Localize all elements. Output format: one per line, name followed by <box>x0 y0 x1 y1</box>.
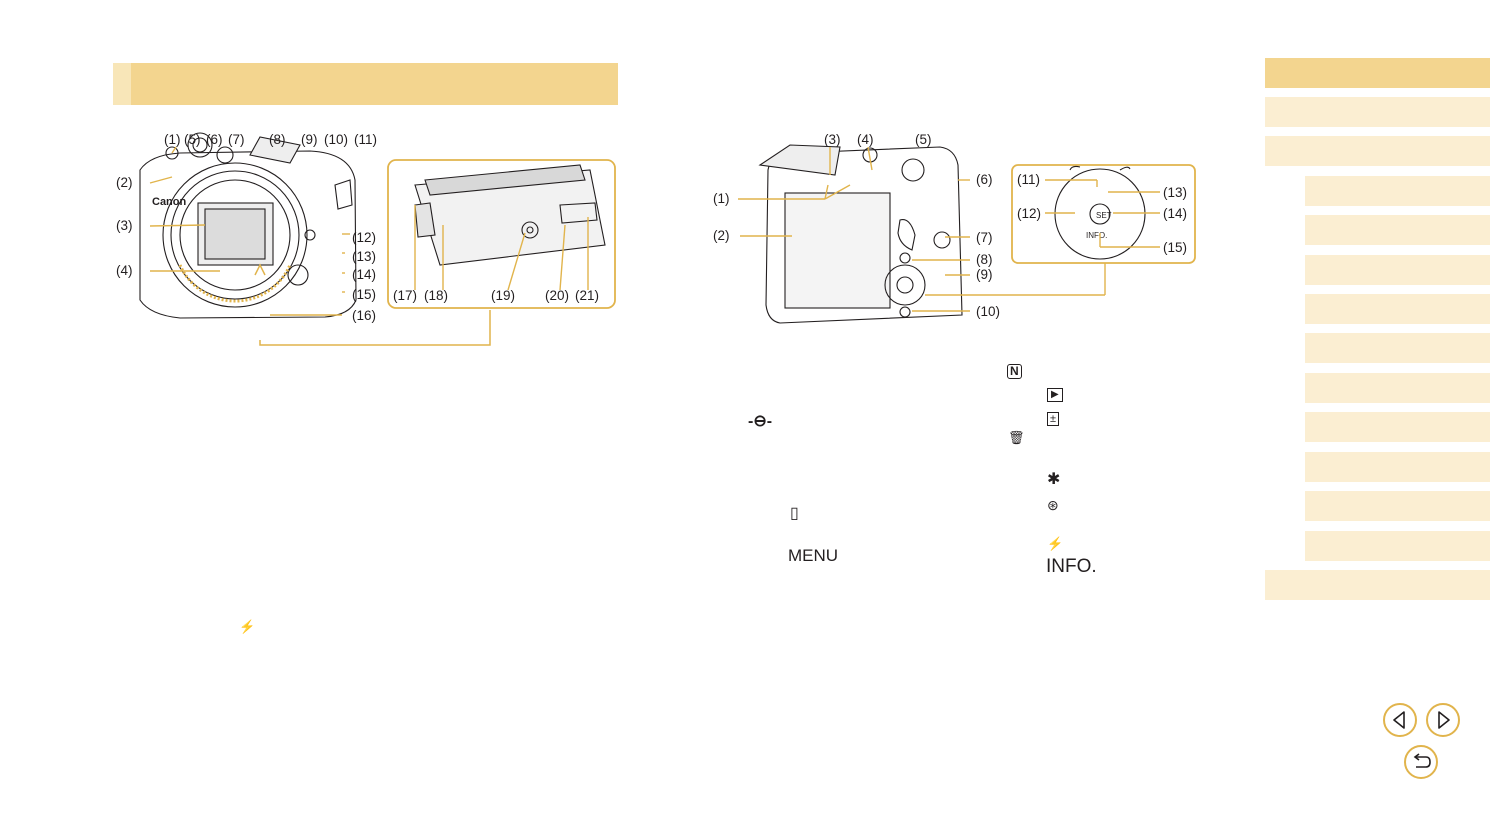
nav-subitem[interactable] <box>1305 255 1490 285</box>
nav-item[interactable] <box>1265 136 1490 166</box>
back-callout-9: (9) <box>976 267 993 282</box>
nav-subitem[interactable] <box>1305 452 1490 482</box>
nav-item-bottom[interactable] <box>1265 570 1490 600</box>
front-callout-17: (17) <box>393 288 418 303</box>
front-callout-8: (8) <box>269 132 286 147</box>
flash-icon: ⚡ <box>1047 536 1064 551</box>
info-label: INFO. <box>1046 556 1097 577</box>
front-callout-12: (12) <box>352 230 377 245</box>
back-callout-10: (10) <box>976 304 1001 319</box>
mobile-device-icon: ▯ <box>790 505 799 522</box>
front-callout-2: (2) <box>116 175 133 190</box>
back-callout-6: (6) <box>976 172 993 187</box>
front-callout-10: (10) <box>324 132 349 147</box>
camera-brand-logo: Canon <box>152 196 187 208</box>
dial-set-text: SET <box>1096 211 1112 220</box>
section-title-bar <box>113 63 618 105</box>
triangle-right-icon <box>1438 711 1450 729</box>
nav-item-active[interactable] <box>1265 58 1490 88</box>
front-callout-3: (3) <box>116 218 133 233</box>
front-callout-18: (18) <box>424 288 449 303</box>
front-callout-4: (4) <box>116 263 133 278</box>
back-callout-4: (4) <box>857 132 874 147</box>
front-callout-9: (9) <box>301 132 318 147</box>
dial-callout-12: (12) <box>1017 206 1042 221</box>
front-callout-1: (1) <box>164 132 181 147</box>
nfc-icon: N <box>1007 364 1022 379</box>
dial-callout-14: (14) <box>1163 206 1188 221</box>
nav-subitem[interactable] <box>1305 373 1490 403</box>
front-callout-7: (7) <box>228 132 245 147</box>
front-callout-11: (11) <box>354 132 378 147</box>
nav-item[interactable] <box>1265 97 1490 127</box>
back-callout-3: (3) <box>824 132 841 147</box>
camera-front-diagram: Canon <box>139 132 616 346</box>
front-callout-14: (14) <box>352 267 377 282</box>
return-button[interactable] <box>1404 745 1438 779</box>
func-set-icon: ⊛ <box>1047 497 1059 513</box>
nav-subitem[interactable] <box>1305 412 1490 442</box>
camera-back-diagram: SET INFO. <box>738 144 1196 324</box>
triangle-left-icon <box>1393 711 1405 729</box>
nav-subitem[interactable] <box>1305 491 1490 521</box>
next-page-button[interactable] <box>1426 703 1460 737</box>
front-callout-21: (21) <box>575 288 600 303</box>
nav-subitem[interactable] <box>1305 531 1490 561</box>
exposure-compensation-icon: ± <box>1047 412 1060 426</box>
nav-subitem[interactable] <box>1305 215 1490 245</box>
front-callout-20: (20) <box>545 288 570 303</box>
dial-info-text: INFO. <box>1086 231 1107 240</box>
back-callout-2: (2) <box>713 228 730 243</box>
front-callout-13: (13) <box>352 249 377 264</box>
ae-lock-icon: ✱ <box>1047 471 1061 488</box>
back-callout-8: (8) <box>976 252 993 267</box>
nav-subitem[interactable] <box>1305 176 1490 206</box>
dial-callout-13: (13) <box>1163 185 1188 200</box>
nav-subitem[interactable] <box>1305 294 1490 324</box>
back-callout-5: (5) <box>915 132 932 147</box>
delete-icon: 🗑 <box>1008 430 1025 445</box>
dial-callout-11: (11) <box>1017 172 1041 187</box>
strap-mount-icon: -⊖- <box>748 413 773 430</box>
front-callout-15: (15) <box>352 287 377 302</box>
flash-icon-front: ⚡ <box>239 619 256 634</box>
playback-icon: ▶ <box>1047 388 1063 402</box>
nav-subitem[interactable] <box>1305 333 1490 363</box>
previous-page-button[interactable] <box>1383 703 1417 737</box>
front-callout-5: (5) <box>184 132 201 147</box>
back-callout-1: (1) <box>713 191 730 206</box>
dial-callout-15: (15) <box>1163 240 1188 255</box>
front-callout-16: (16) <box>352 308 377 323</box>
front-callout-6: (6) <box>206 132 223 147</box>
front-callout-19: (19) <box>491 288 516 303</box>
menu-label: MENU <box>788 546 839 565</box>
return-arrow-icon <box>1413 753 1431 768</box>
back-callout-7: (7) <box>976 230 993 245</box>
title-accent-tab <box>113 63 131 105</box>
